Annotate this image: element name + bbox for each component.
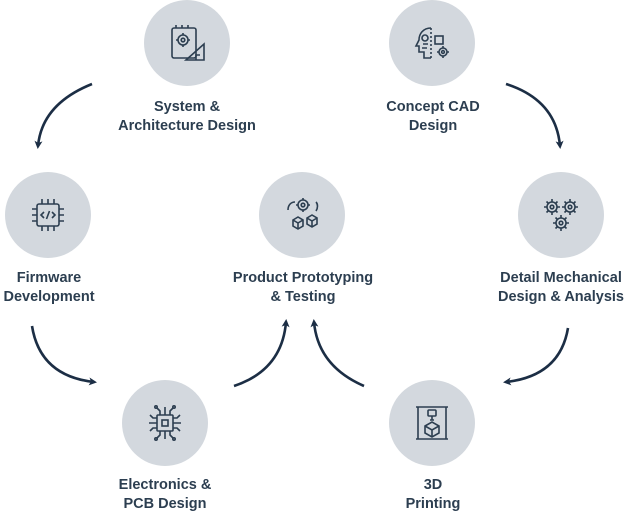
arrow-firmware-to-electronics xyxy=(30,325,97,386)
arrow-mechanical-to-printing xyxy=(503,327,570,386)
mechanical-node-label: Detail Mechanical Design & Analysis xyxy=(492,269,626,307)
printing-label-line-1: 3D xyxy=(423,477,443,493)
blueprint-gears-icon xyxy=(171,25,205,61)
printing-label-line-2: Printing xyxy=(405,496,461,512)
arrow-printing-to-prototyping xyxy=(310,319,365,388)
system-label-line-1: System & xyxy=(153,99,221,115)
arrow-electronics-to-prototyping xyxy=(233,319,290,388)
arrow-system-to-firmware xyxy=(34,82,93,149)
firmware-label-line-1: Firmware xyxy=(16,270,82,286)
prototyping-node-circle xyxy=(259,172,345,258)
3d-printer-icon xyxy=(416,406,448,440)
system-node-circle xyxy=(144,0,230,86)
printing-node-label: 3D Printing xyxy=(380,476,486,514)
mechanical-label-line-1: Detail Mechanical xyxy=(500,270,622,286)
gears-icon xyxy=(544,199,578,231)
cad-node-circle xyxy=(389,0,475,86)
mechanical-node-circle xyxy=(518,172,604,258)
head-gear-icon xyxy=(414,27,449,59)
prototyping-label-line-2: & Testing xyxy=(270,289,336,305)
cad-node-label: Concept CAD Design xyxy=(360,98,506,136)
electronics-node-label: Electronics & PCB Design xyxy=(101,476,229,514)
electronics-label-line-2: PCB Design xyxy=(123,496,207,512)
pcb-chip-icon xyxy=(149,404,181,441)
cad-label-line-1: Concept CAD xyxy=(386,99,480,115)
firmware-node-circle xyxy=(5,172,91,258)
prototyping-node-label: Product Prototyping & Testing xyxy=(222,269,384,307)
system-node-label: System & Architecture Design xyxy=(104,98,270,136)
firmware-node-label: Firmware Development xyxy=(0,269,102,307)
prototyping-label-line-1: Product Prototyping xyxy=(232,270,374,286)
electronics-node-circle xyxy=(122,380,208,466)
printing-node-circle xyxy=(389,380,475,466)
electronics-label-line-1: Electronics & xyxy=(118,477,212,493)
gear-cube-cycle-icon xyxy=(287,198,319,230)
chip-code-icon xyxy=(32,199,64,231)
system-label-line-2: Architecture Design xyxy=(118,118,256,134)
firmware-label-line-2: Development xyxy=(3,289,95,305)
cad-label-line-2: Design xyxy=(408,118,458,134)
arrow-cad-to-mechanical xyxy=(505,82,564,149)
mechanical-label-line-2: Design & Analysis xyxy=(498,289,624,305)
